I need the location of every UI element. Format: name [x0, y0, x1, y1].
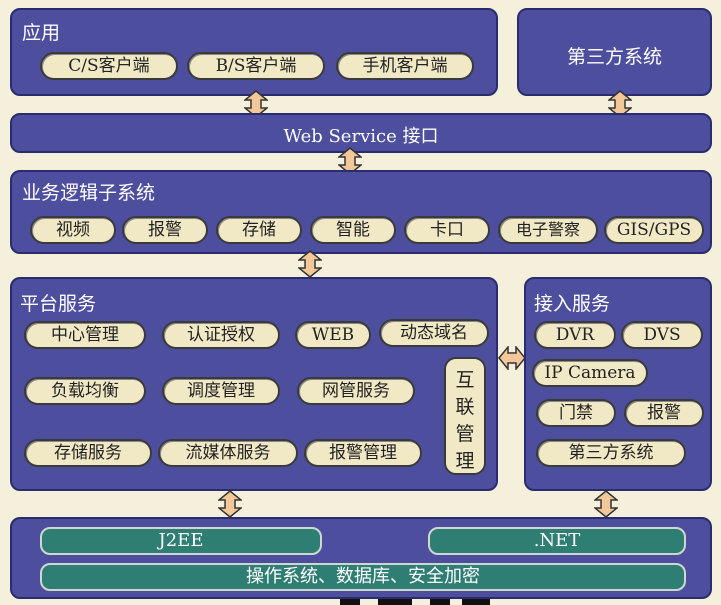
platform-services: 平台服务 中心管理 认证授权 WEB 动态域名 负载均衡 调度管理 网管服务 存…: [10, 277, 498, 491]
application-title: 应用: [22, 22, 61, 44]
access-title: 接入服务: [534, 293, 611, 315]
application-layer: 应用 C/S客户端 B/S客户端 手机客户端: [10, 8, 498, 96]
interconnect-char-4: 理: [455, 450, 475, 472]
center-management: 中心管理: [24, 321, 146, 349]
business-checkpoint: 卡口: [404, 216, 490, 244]
network-management: 网管服务: [297, 377, 415, 405]
footer-mark-2: [378, 599, 412, 605]
access-third-party: 第三方系统: [536, 439, 686, 467]
auth-authorization: 认证授权: [162, 321, 280, 349]
cs-client: C/S客户端: [40, 52, 178, 80]
access-dvr: DVR: [534, 321, 616, 349]
access-alarm: 报警: [624, 399, 704, 427]
footer-mark-1: [340, 599, 360, 605]
interconnect-char-1: 互: [455, 369, 475, 391]
alarm-management: 报警管理: [304, 439, 422, 467]
dynamic-domain: 动态域名: [379, 319, 489, 347]
web-service-title: Web Service 接口: [283, 126, 439, 147]
arrow-business-to-platform: [298, 250, 322, 278]
interconnect-char-3: 管: [455, 423, 475, 445]
interconnect-char-2: 联: [455, 396, 475, 418]
web-service-pill: WEB: [295, 321, 371, 349]
business-logic-subsystem: 业务逻辑子系统 视频 报警 存储 智能 卡口 电子警察 GIS/GPS: [10, 170, 712, 254]
platform-title: 平台服务: [20, 293, 97, 315]
business-storage: 存储: [216, 216, 302, 244]
interconnect-management: 互 联 管 理: [444, 357, 486, 475]
dotnet-platform: .NET: [428, 527, 686, 555]
business-gis-gps: GIS/GPS: [604, 216, 704, 244]
business-intelligence: 智能: [310, 216, 396, 244]
access-ip-camera: IP Camera: [532, 359, 648, 387]
streaming-service: 流媒体服务: [158, 439, 298, 467]
web-service-interface: Web Service 接口: [10, 113, 712, 153]
access-door-control: 门禁: [536, 399, 616, 427]
arrow-platform-access: [498, 346, 526, 370]
business-video: 视频: [30, 216, 116, 244]
storage-service: 存储服务: [24, 439, 152, 467]
os-db-security: 操作系统、数据库、安全加密: [40, 563, 686, 591]
footer-mark-3: [430, 599, 450, 605]
arrow-access-to-base: [594, 490, 618, 518]
third-party-system: 第三方系统: [517, 8, 712, 96]
business-alarm: 报警: [122, 216, 208, 244]
third-party-title: 第三方系统: [566, 46, 662, 68]
access-dvs: DVS: [621, 321, 703, 349]
base-layer: J2EE .NET 操作系统、数据库、安全加密: [10, 517, 712, 599]
business-title: 业务逻辑子系统: [22, 182, 156, 204]
bs-client: B/S客户端: [187, 52, 325, 80]
arrow-platform-to-base: [218, 490, 242, 518]
mobile-client: 手机客户端: [336, 52, 474, 80]
load-balancing: 负载均衡: [24, 377, 146, 405]
access-services: 接入服务 DVR DVS IP Camera 门禁 报警 第三方系统: [524, 277, 712, 491]
business-e-police: 电子警察: [498, 216, 598, 244]
scheduling-management: 调度管理: [162, 377, 280, 405]
footer-mark-4: [462, 599, 490, 605]
j2ee-platform: J2EE: [40, 527, 322, 555]
